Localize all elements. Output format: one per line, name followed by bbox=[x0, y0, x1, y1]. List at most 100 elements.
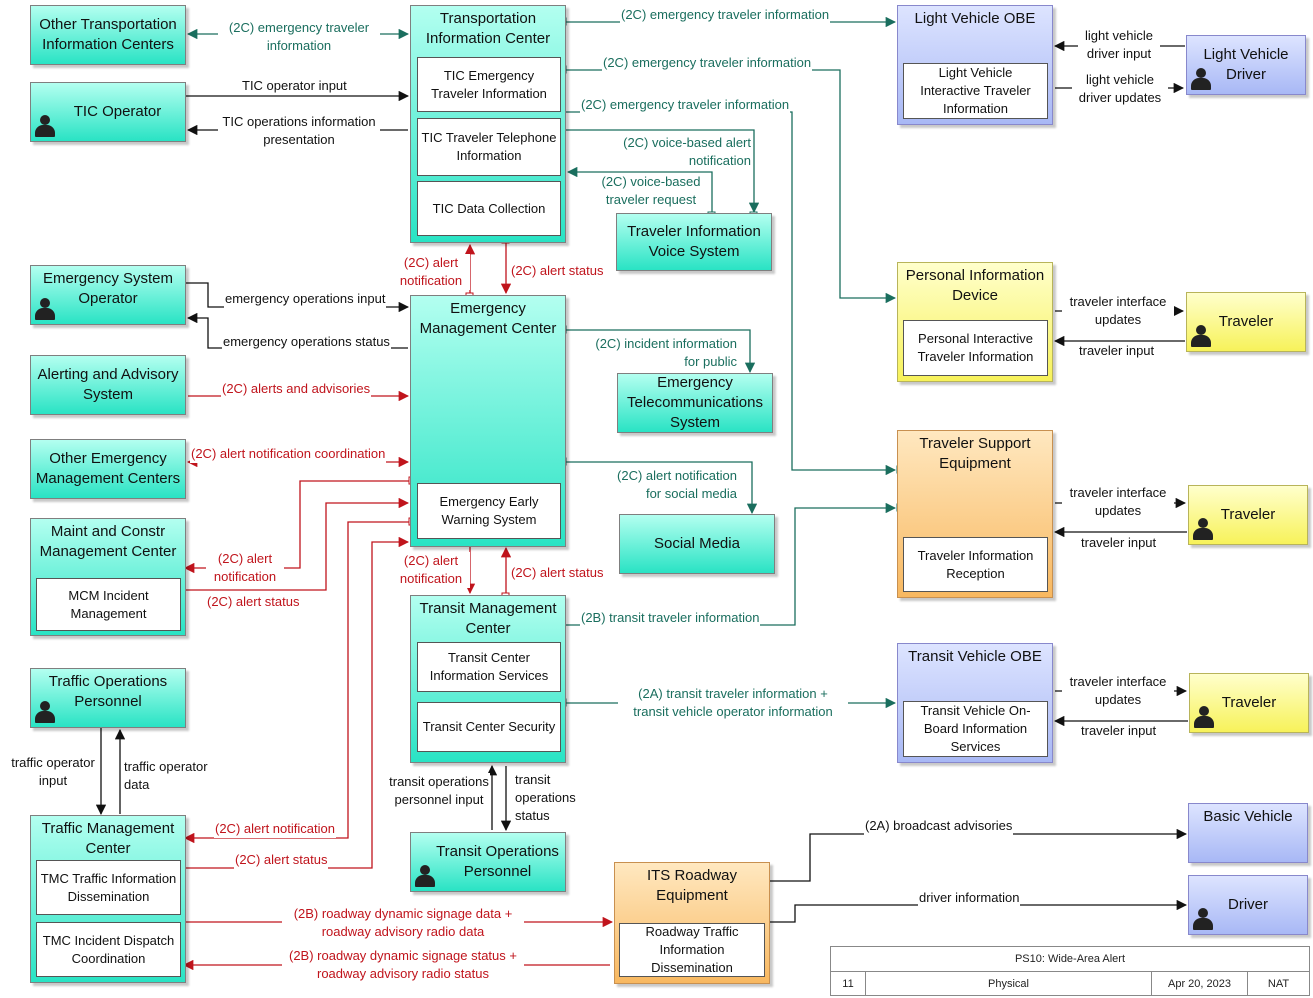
top-label: Traffic Operations Personnel bbox=[48, 673, 168, 710]
tmc-label: Traffic Management Center bbox=[41, 820, 175, 857]
flow-label: traveler input bbox=[1080, 534, 1158, 552]
traveler-box-1[interactable]: Traveler bbox=[1186, 292, 1306, 352]
rse-label: ITS Roadway Equipment bbox=[646, 867, 738, 904]
flow-label: (2C) alert status bbox=[206, 593, 301, 611]
emc-box[interactable]: Emergency Management Center Emergency Ea… bbox=[410, 295, 566, 547]
flow-label: (2C) alert notification coordination bbox=[190, 445, 387, 463]
tmc-box[interactable]: Traffic Management Center TMC Traffic In… bbox=[30, 815, 186, 983]
person-icon bbox=[1191, 325, 1211, 347]
aas-label: Alerting and Advisory System bbox=[37, 366, 179, 403]
tvobe-label: Transit Vehicle OBE bbox=[908, 648, 1042, 665]
pid-box[interactable]: Personal Information Device Personal Int… bbox=[897, 262, 1053, 382]
flow-label: (2C) alert notification bbox=[214, 820, 336, 838]
person-icon bbox=[415, 865, 435, 887]
other-tic-label: Other Transportation Information Centers bbox=[39, 16, 177, 53]
flow-label: traveler interface updates bbox=[1062, 673, 1174, 709]
lv-driver-box[interactable]: Light Vehicle Driver bbox=[1186, 35, 1306, 95]
flow-tivs-tic bbox=[566, 166, 713, 212]
flow-label: (2C) voice-based alert notification bbox=[610, 134, 752, 170]
flow-label: traveler input bbox=[1080, 722, 1158, 740]
flow-label: traveler input bbox=[1078, 342, 1156, 360]
tvobe-box[interactable]: Transit Vehicle OBE Transit Vehicle On-B… bbox=[897, 643, 1053, 763]
flow-rse-bv bbox=[770, 828, 1188, 882]
flow-label: driver information bbox=[918, 889, 1021, 907]
transit-sec-subbox[interactable]: Transit Center Security bbox=[417, 702, 561, 752]
transit-info-subbox[interactable]: Transit Center Information Services bbox=[417, 642, 561, 692]
transit-box[interactable]: Transit Management Center Transit Center… bbox=[410, 595, 566, 763]
tic-operator-box[interactable]: TIC Operator bbox=[30, 82, 186, 142]
rse-subbox[interactable]: Roadway Traffic Information Disseminatio… bbox=[619, 923, 765, 977]
rse-box[interactable]: ITS Roadway Equipment Roadway Traffic In… bbox=[614, 862, 770, 984]
lv-obe-box[interactable]: Light Vehicle OBE Light Vehicle Interact… bbox=[897, 5, 1053, 125]
flow-label: light vehicle driver updates bbox=[1072, 71, 1168, 107]
person-icon bbox=[35, 298, 55, 320]
flow-label: (2C) emergency traveler information bbox=[602, 54, 813, 72]
tivs-box[interactable]: Traveler Information Voice System bbox=[616, 213, 772, 271]
diagram-title: PS10: Wide-Area Alert bbox=[831, 947, 1309, 972]
ets-label: Emergency Telecommunications System bbox=[627, 374, 763, 431]
flow-label: (2C) incident information for public bbox=[576, 335, 738, 371]
flow-label: (2C) emergency traveler information bbox=[218, 19, 380, 55]
person-icon bbox=[1193, 518, 1213, 540]
traveler-label: Traveler bbox=[1218, 313, 1274, 330]
flow-emc-social bbox=[566, 461, 758, 515]
tic-emergency-subbox[interactable]: TIC Emergency Traveler Information bbox=[417, 57, 561, 112]
top-box[interactable]: Traffic Operations Personnel bbox=[30, 668, 186, 728]
ets-box[interactable]: Emergency Telecommunications System bbox=[617, 373, 773, 433]
oemc-box[interactable]: Other Emergency Management Centers bbox=[30, 439, 186, 499]
tivs-label: Traveler Information Voice System bbox=[627, 223, 761, 260]
driver-label: Driver bbox=[1228, 896, 1268, 913]
trop-box[interactable]: Transit Operations Personnel bbox=[410, 832, 566, 892]
aas-box[interactable]: Alerting and Advisory System bbox=[30, 355, 186, 415]
flow-label: transit operations personnel input bbox=[388, 773, 490, 809]
lv-interactive-subbox[interactable]: Light Vehicle Interactive Traveler Infor… bbox=[903, 63, 1048, 119]
basic-vehicle-box[interactable]: Basic Vehicle bbox=[1188, 803, 1308, 863]
transit-label: Transit Management Center bbox=[419, 600, 557, 637]
flow-label: light vehicle driver input bbox=[1078, 27, 1160, 63]
tic-telephone-subbox[interactable]: TIC Traveler Telephone Information bbox=[417, 118, 561, 176]
person-icon bbox=[35, 115, 55, 137]
person-icon bbox=[1194, 706, 1214, 728]
basic-vehicle-label: Basic Vehicle bbox=[1203, 808, 1293, 825]
tic-label: Transportation Information Center bbox=[425, 10, 551, 47]
traveler-box-3[interactable]: Traveler bbox=[1189, 673, 1309, 733]
tmc-tid-subbox[interactable]: TMC Traffic Information Dissemination bbox=[36, 860, 181, 915]
flow-label: (2C) alert notification bbox=[392, 254, 470, 290]
page-number: 11 bbox=[831, 971, 866, 996]
driver-box[interactable]: Driver bbox=[1188, 875, 1308, 935]
flow-label: (2B) roadway dynamic signage status + ro… bbox=[282, 947, 524, 983]
pid-label: Personal Information Device bbox=[905, 267, 1045, 304]
lv-obe-label: Light Vehicle OBE bbox=[914, 10, 1036, 27]
flow-label: (2C) voice-based traveler request bbox=[594, 173, 708, 209]
flow-label: (2C) alert status bbox=[510, 564, 605, 582]
flow-label: (2C) alert notification bbox=[392, 552, 470, 588]
mcm-box[interactable]: Maint and Constr Management Center MCM I… bbox=[30, 518, 186, 636]
flow-label: (2C) alert status bbox=[234, 851, 329, 869]
flow-label: traffic operator data bbox=[123, 758, 217, 794]
tse-box[interactable]: Traveler Support Equipment Traveler Info… bbox=[897, 430, 1053, 598]
flow-label: (2C) alerts and advisories bbox=[221, 380, 372, 398]
flow-label: TIC operations information presentation bbox=[218, 113, 380, 149]
person-icon bbox=[1193, 908, 1213, 930]
title-block: PS10: Wide-Area Alert 11 Physical Apr 20… bbox=[830, 946, 1310, 996]
person-icon bbox=[1191, 68, 1211, 90]
tse-label: Traveler Support Equipment bbox=[919, 435, 1031, 472]
eews-subbox[interactable]: Emergency Early Warning System bbox=[417, 483, 561, 539]
eso-box[interactable]: Emergency System Operator bbox=[30, 265, 186, 325]
social-label: Social Media bbox=[654, 535, 740, 552]
tvobe-subbox[interactable]: Transit Vehicle On-Board Information Ser… bbox=[903, 701, 1048, 757]
flow-label: traveler interface updates bbox=[1062, 484, 1174, 520]
tmc-idc-subbox[interactable]: TMC Incident Dispatch Coordination bbox=[36, 922, 181, 977]
flow-mcm-emc-status bbox=[182, 497, 410, 591]
other-tic-box[interactable]: Other Transportation Information Centers bbox=[30, 5, 186, 65]
flow-label: (2B) transit traveler information bbox=[580, 609, 761, 627]
tic-operator-label: TIC Operator bbox=[73, 103, 162, 120]
social-box[interactable]: Social Media bbox=[619, 514, 775, 574]
flow-label: emergency operations input bbox=[224, 290, 387, 308]
tic-data-subbox[interactable]: TIC Data Collection bbox=[417, 181, 561, 236]
mcm-incident-subbox[interactable]: MCM Incident Management bbox=[36, 578, 181, 631]
tse-subbox[interactable]: Traveler Information Reception bbox=[903, 537, 1048, 592]
tic-box[interactable]: Transportation Information Center TIC Em… bbox=[410, 5, 566, 243]
traveler-box-2[interactable]: Traveler bbox=[1188, 485, 1308, 545]
pid-subbox[interactable]: Personal Interactive Traveler Informatio… bbox=[903, 320, 1048, 376]
